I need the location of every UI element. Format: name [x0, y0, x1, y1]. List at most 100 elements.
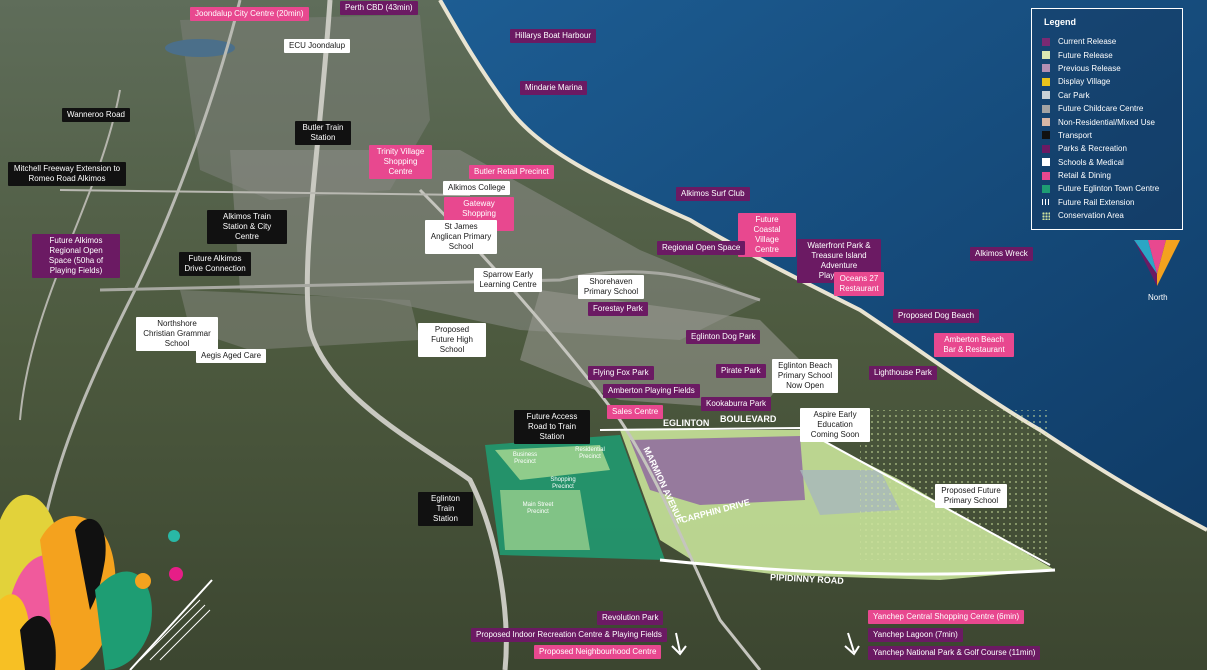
precinct-residential: Residential Precinct	[575, 447, 605, 460]
legend-item-label: Display Village	[1058, 77, 1111, 87]
label-aegis[interactable]: Aegis Aged Care	[196, 349, 267, 363]
legend-item-label: Parks & Recreation	[1058, 144, 1127, 154]
label-yanchep-lagoon[interactable]: Yanchep Lagoon (7min)	[868, 628, 963, 642]
label-aspire[interactable]: Aspire Early Education Coming Soon	[800, 408, 870, 442]
label-joondalup-city-centre[interactable]: Joondalup City Centre (20min)	[190, 7, 309, 21]
legend-item: Retail & Dining	[1042, 169, 1172, 182]
legend-item-label: Future Release	[1058, 50, 1113, 60]
label-proposed-indoor[interactable]: Proposed Indoor Recreation Centre & Play…	[471, 628, 667, 642]
legend-item: Future Eglinton Town Centre	[1042, 182, 1172, 195]
legend-item-label: Non-Residential/Mixed Use	[1058, 117, 1155, 127]
precinct-main-street: Main Street Precinct	[522, 502, 554, 515]
label-regional-open-space[interactable]: Regional Open Space	[657, 241, 746, 255]
legend-swatch	[1042, 211, 1050, 220]
label-proposed-neighbourhood[interactable]: Proposed Neighbourhood Centre	[534, 645, 662, 659]
legend-item-label: Future Eglinton Town Centre	[1058, 184, 1160, 194]
label-sales-centre[interactable]: Sales Centre	[607, 405, 664, 419]
legend-item-label: Car Park	[1058, 90, 1090, 100]
precinct-shopping: Shopping Precinct	[550, 477, 576, 490]
label-oceans-27[interactable]: Oceans 27 Restaurant	[834, 272, 884, 296]
legend-item: Parks & Recreation	[1042, 142, 1172, 155]
label-ecu-joondalup[interactable]: ECU Joondalup	[284, 39, 351, 53]
label-sparrow[interactable]: Sparrow Early Learning Centre	[474, 268, 542, 292]
road-label-boulevard: BOULEVARD	[720, 414, 777, 424]
legend-swatch	[1042, 144, 1050, 153]
label-flying-fox[interactable]: Flying Fox Park	[588, 366, 654, 380]
legend-item: Display Village	[1042, 75, 1172, 88]
legend-swatch	[1042, 118, 1050, 127]
legend-item: Current Release	[1042, 35, 1172, 48]
label-future-alkimos-open-space[interactable]: Future Alkimos Regional Open Space (50ha…	[32, 234, 120, 278]
label-butler-retail[interactable]: Butler Retail Precinct	[469, 165, 554, 179]
legend-item: Future Release	[1042, 48, 1172, 61]
legend-item-label: Future Rail Extension	[1058, 197, 1135, 207]
label-lighthouse[interactable]: Lighthouse Park	[869, 366, 937, 380]
legend-item-label: Schools & Medical	[1058, 157, 1124, 167]
label-amberton-beach-bar[interactable]: Amberton Beach Bar & Restaurant	[934, 333, 1014, 357]
label-proposed-dog-beach[interactable]: Proposed Dog Beach	[893, 309, 980, 323]
label-forestay[interactable]: Forestay Park	[588, 302, 648, 316]
legend-swatch	[1042, 77, 1050, 86]
legend-swatch	[1042, 199, 1050, 206]
legend-item: Car Park	[1042, 89, 1172, 102]
legend-item: Previous Release	[1042, 62, 1172, 75]
legend-swatch	[1042, 91, 1050, 100]
label-shorehaven[interactable]: Shorehaven Primary School	[578, 275, 644, 299]
legend-swatch	[1042, 158, 1050, 167]
label-perth-cbd[interactable]: Perth CBD (43min)	[340, 1, 418, 15]
legend-swatch	[1042, 37, 1050, 46]
legend-swatch	[1042, 184, 1050, 193]
label-future-alkimos-drive[interactable]: Future Alkimos Drive Connection	[179, 252, 251, 276]
label-mindarie[interactable]: Mindarie Marina	[520, 81, 588, 95]
legend-item: Non-Residential/Mixed Use	[1042, 115, 1172, 128]
legend-item: Schools & Medical	[1042, 156, 1172, 169]
legend-item-label: Previous Release	[1058, 63, 1121, 73]
label-future-coastal[interactable]: Future Coastal Village Centre	[738, 213, 796, 257]
label-eglinton-dog-park[interactable]: Eglinton Dog Park	[686, 330, 761, 344]
label-trinity-village[interactable]: Trinity Village Shopping Centre	[369, 145, 432, 179]
label-amberton-playing[interactable]: Amberton Playing Fields	[603, 384, 700, 398]
label-pirate-park[interactable]: Pirate Park	[716, 364, 766, 378]
label-st-james[interactable]: St James Anglican Primary School	[425, 220, 497, 254]
label-eglinton-station[interactable]: Eglinton Train Station	[418, 492, 473, 526]
label-butler-station[interactable]: Butler Train Station	[295, 121, 351, 145]
legend-item-label: Retail & Dining	[1058, 171, 1111, 181]
label-kookaburra[interactable]: Kookaburra Park	[701, 397, 772, 411]
label-yanchep-national[interactable]: Yanchep National Park & Golf Course (11m…	[868, 646, 1041, 660]
label-revolution-park[interactable]: Revolution Park	[597, 611, 664, 625]
legend-title: Legend	[1044, 17, 1077, 27]
legend-item: Future Rail Extension	[1042, 196, 1172, 209]
label-alkimos-surf-club[interactable]: Alkimos Surf Club	[676, 187, 750, 201]
legend-swatch	[1042, 51, 1050, 60]
legend-item: Transport	[1042, 129, 1172, 142]
precinct-business: Business Precinct	[512, 452, 538, 465]
label-proposed-future-ps[interactable]: Proposed Future Primary School	[935, 484, 1007, 508]
label-northshore[interactable]: Northshore Christian Grammar School	[136, 317, 218, 351]
logo-text: North	[1148, 293, 1168, 302]
legend-swatch	[1042, 64, 1050, 73]
legend-swatch	[1042, 104, 1050, 113]
label-wanneroo[interactable]: Wanneroo Road	[62, 108, 130, 122]
label-mitchell-freeway[interactable]: Mitchell Freeway Extension to Romeo Road…	[8, 162, 126, 186]
road-label-eglinton: EGLINTON	[663, 418, 710, 428]
legend-item-label: Conservation Area	[1058, 211, 1124, 221]
legend-swatch	[1042, 171, 1050, 180]
legend-item: Conservation Area	[1042, 209, 1172, 222]
legend-item-label: Current Release	[1058, 37, 1117, 47]
label-alkimos-college[interactable]: Alkimos College	[443, 181, 511, 195]
legend-item-label: Transport	[1058, 130, 1092, 140]
label-proposed-high-school[interactable]: Proposed Future High School	[418, 323, 486, 357]
label-future-access-road[interactable]: Future Access Road to Train Station	[514, 410, 590, 444]
legend-item-label: Future Childcare Centre	[1058, 104, 1144, 114]
label-hillarys[interactable]: Hillarys Boat Harbour	[510, 29, 597, 43]
label-yanchep-central[interactable]: Yanchep Central Shopping Centre (6min)	[868, 610, 1025, 624]
label-alkimos-train-station[interactable]: Alkimos Train Station & City Centre	[207, 210, 287, 244]
v-logo-icon	[1134, 240, 1180, 286]
label-alkimos-wreck[interactable]: Alkimos Wreck	[970, 247, 1033, 261]
label-eglinton-beach-ps[interactable]: Eglinton Beach Primary School Now Open	[772, 359, 838, 393]
legend-swatch	[1042, 131, 1050, 140]
legend-item: Future Childcare Centre	[1042, 102, 1172, 115]
